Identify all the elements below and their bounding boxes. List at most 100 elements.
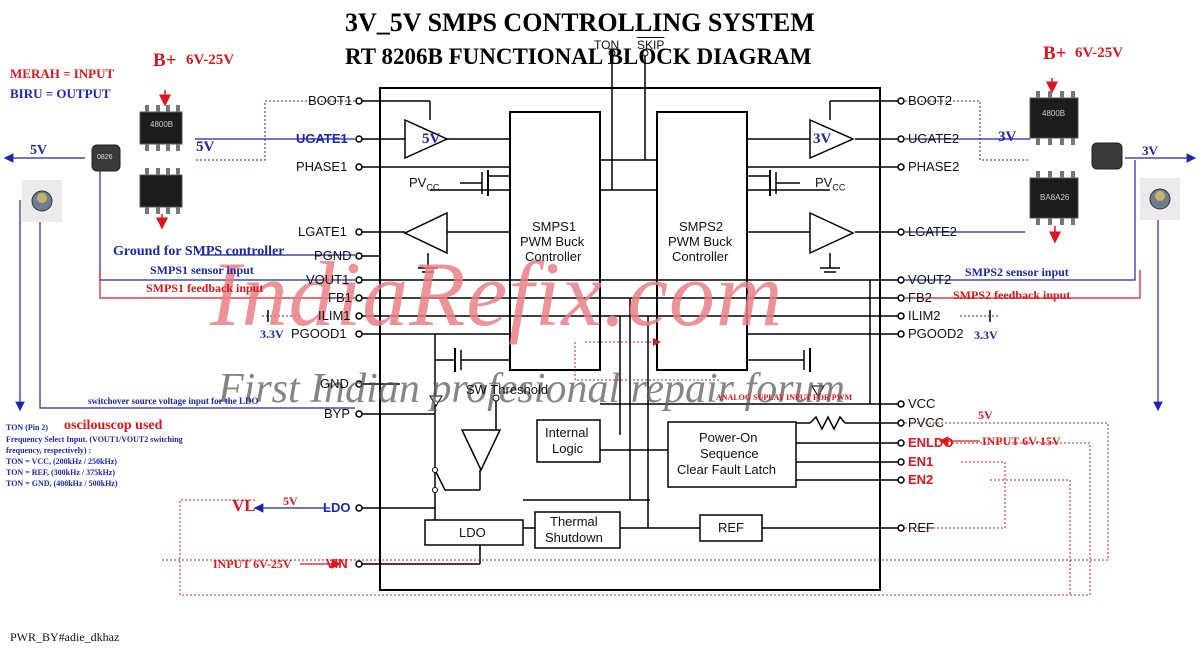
ref-block bbox=[699, 514, 763, 542]
ton-note-1: Frequency Select Input. (VOUT1/VOUT2 swi… bbox=[6, 435, 183, 444]
smps2-label-1: SMPS2 bbox=[679, 219, 724, 234]
amp-lgate2-triangle bbox=[809, 211, 855, 255]
capacitor-right bbox=[1140, 178, 1180, 220]
pin-ref: REF bbox=[908, 520, 934, 535]
pin-pgood2: PGOOD2 bbox=[908, 326, 964, 341]
pin-ilim1: ILIM1 bbox=[318, 308, 351, 323]
smps1-feedback-note: SMPS1 feedback input bbox=[146, 281, 264, 295]
legend-blue: BIRU = OUTPUT bbox=[10, 86, 111, 101]
v33-left-note: 3.3V bbox=[260, 327, 284, 341]
power-on-label-1: Power-On bbox=[699, 430, 758, 445]
pin-fb1: FB1 bbox=[328, 290, 352, 305]
vl-note: VL bbox=[232, 496, 256, 515]
pin-pvcc: PVCC bbox=[908, 415, 945, 430]
ton-note-3: TON = VCC, (200kHz / 250kHz) bbox=[6, 457, 117, 466]
pin-gnd: GND bbox=[320, 376, 349, 391]
pin-ugate1: UGATE1 bbox=[296, 131, 348, 146]
pin-vin: VIN bbox=[326, 556, 348, 571]
pin-skip: SKIP bbox=[637, 38, 665, 52]
pin-phase1: PHASE1 bbox=[296, 159, 348, 174]
pin-vcc: VCC bbox=[908, 396, 936, 411]
pin-boot2: BOOT2 bbox=[908, 93, 953, 108]
pvcc-left-label: PVCC bbox=[409, 175, 440, 193]
pin-pgood1: PGOOD1 bbox=[291, 326, 347, 341]
pin-ldo: LDO bbox=[323, 500, 351, 515]
v5-left-gate: 5V bbox=[196, 139, 215, 155]
smps1-label-2: PWM Buck bbox=[520, 234, 585, 249]
mosfet-left-bottom bbox=[139, 168, 183, 214]
ton-note-2: frequency, respectively) : bbox=[6, 446, 92, 455]
mosfet-code-right: 4800B bbox=[1042, 109, 1066, 118]
pin-lgate1: LGATE1 bbox=[298, 224, 347, 239]
pin-fb2: FB2 bbox=[908, 290, 932, 305]
pvcc-5v-note: 5V bbox=[978, 408, 993, 422]
title-line1: 3V_5V SMPS CONTROLLING SYSTEM bbox=[345, 8, 815, 37]
pin-lgate2: LGATE2 bbox=[908, 224, 957, 239]
smps1-label-1: SMPS1 bbox=[532, 219, 577, 234]
power-on-label-2: Sequence bbox=[700, 446, 759, 461]
mosfet-right-bottom bbox=[1029, 171, 1079, 225]
mosfet-left-top bbox=[139, 105, 183, 151]
pin-boot1: BOOT1 bbox=[308, 93, 353, 108]
ton-note-5: TON = GND, (400kHz / 500kHz) bbox=[6, 479, 118, 488]
ref-block-label: REF bbox=[718, 520, 744, 535]
pin-enldo: ENLDO bbox=[908, 435, 954, 450]
pin-en1: EN1 bbox=[908, 454, 934, 469]
smps1-sensor-note: SMPS1 sensor input bbox=[150, 263, 254, 277]
pin-ugate2: UGATE2 bbox=[908, 131, 960, 146]
bplus-left-range: 6V-25V bbox=[186, 52, 235, 68]
thermal-block bbox=[534, 511, 621, 549]
v3-right-gate: 3V bbox=[998, 129, 1017, 145]
pin-vout1: VOUT1 bbox=[306, 272, 350, 287]
sw-threshold-comparator bbox=[460, 429, 502, 472]
analog-supply-note: ANALOG SUPLAY INPUT FOR PWM bbox=[716, 393, 853, 402]
pin-en2: EN2 bbox=[908, 472, 934, 487]
pin-ton: TON bbox=[594, 38, 620, 52]
v3-right-out: 3V bbox=[1142, 143, 1158, 158]
smps2-label-2: PWM Buck bbox=[668, 234, 733, 249]
smps2-feedback-note: SMPS2 feedback input bbox=[953, 288, 1071, 302]
smps2-label-3: Controller bbox=[672, 249, 729, 264]
v5-left-out: 5V bbox=[30, 143, 48, 158]
input-enldo-note: INPUT 6V-15V bbox=[982, 434, 1061, 448]
title-line2: RT 8206B FUNCTIONAL BLOCK DIAGRAM bbox=[345, 44, 812, 69]
vl-5v-note: 5V bbox=[283, 494, 298, 508]
amp-3v-label: 3V bbox=[813, 131, 832, 147]
bplus-right: B+ bbox=[1043, 43, 1067, 64]
thermal-label-2: Shutdown bbox=[545, 530, 603, 545]
amp-5v-triangle bbox=[404, 118, 449, 160]
bplus-left: B+ bbox=[153, 50, 177, 71]
power-on-block bbox=[667, 421, 797, 488]
gnd-smps-note: Ground for SMPS controller bbox=[113, 244, 285, 259]
ton-note-4: TON = REF, (300kHz / 375kHz) bbox=[6, 468, 116, 477]
smps1-label-3: Controller bbox=[525, 249, 582, 264]
inductor-code-left: 0826 bbox=[97, 154, 113, 161]
v33-right-note: 3.3V bbox=[974, 328, 998, 342]
smps1-block bbox=[509, 111, 601, 371]
legend-red: MERAH = INPUT bbox=[10, 66, 115, 81]
smps2-sensor-note: SMPS2 sensor input bbox=[965, 265, 1069, 279]
internal-logic-label-2: Logic bbox=[552, 441, 584, 456]
pin-pgnd: PGND bbox=[314, 248, 352, 263]
thermal-label-1: Thermal bbox=[550, 514, 598, 529]
mosfet-code-left: 4800B bbox=[150, 120, 174, 129]
mosfet-code-right2: BA8A26 bbox=[1040, 193, 1070, 202]
bplus-right-range: 6V-25V bbox=[1075, 45, 1124, 61]
ldo-block-label: LDO bbox=[459, 525, 486, 540]
pin-byp: BYP bbox=[324, 406, 351, 421]
footer-credit: PWR_BY#adie_dkhaz bbox=[10, 630, 120, 644]
inductor-right bbox=[1091, 142, 1123, 170]
internal-logic-label-1: Internal bbox=[545, 425, 589, 440]
amp-lgate1-triangle bbox=[403, 211, 448, 255]
chip-outline bbox=[379, 87, 881, 591]
oscilloscope-note: oscilouscop used bbox=[64, 418, 163, 433]
capacitor-left bbox=[22, 180, 62, 222]
power-on-label-3: Clear Fault Latch bbox=[677, 462, 776, 477]
pvcc-right-label: PVCC bbox=[815, 175, 846, 193]
ton-note-head: TON (Pin 2) bbox=[6, 423, 49, 432]
watermark-main: IndiaRefix.com bbox=[210, 243, 784, 345]
pin-ilim2: ILIM2 bbox=[908, 308, 941, 323]
switchover-note: switchover source voltage input for the … bbox=[88, 396, 259, 406]
pin-phase2: PHASE2 bbox=[908, 159, 960, 174]
